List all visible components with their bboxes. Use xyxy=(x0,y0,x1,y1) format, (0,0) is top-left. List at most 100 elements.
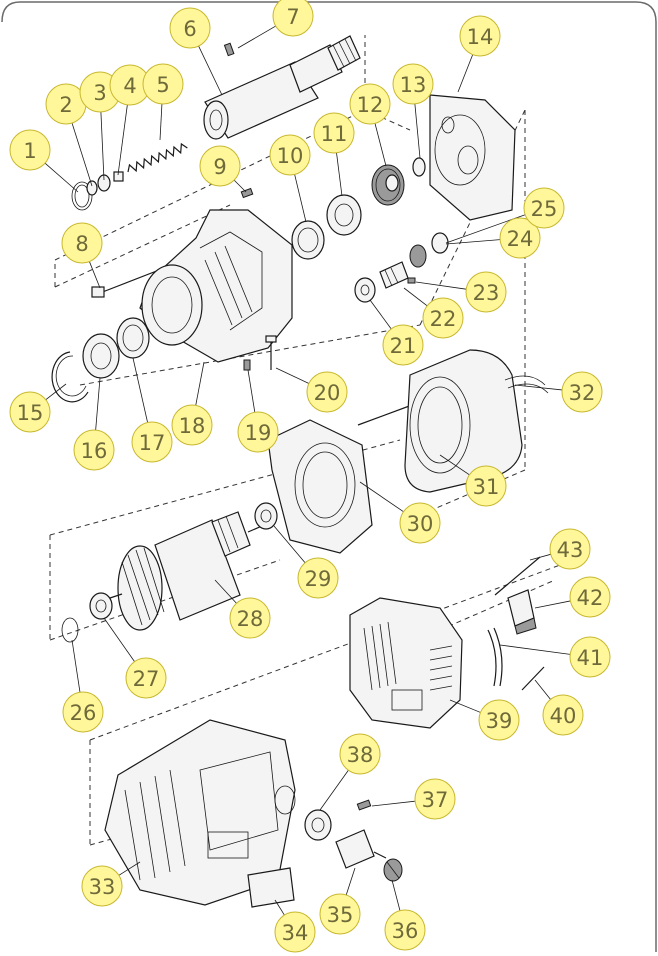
callout-number: 9 xyxy=(213,155,226,179)
callout-circle xyxy=(237,411,279,453)
brush-spring-part xyxy=(356,799,372,811)
callout-circle xyxy=(199,145,241,187)
callout-circle xyxy=(399,502,441,544)
leader-line-1 xyxy=(44,162,79,193)
callout-11: 11 xyxy=(313,112,355,154)
callout-number: 38 xyxy=(347,743,374,767)
callout-number: 6 xyxy=(183,17,196,41)
leader-line-10 xyxy=(294,174,307,223)
leader-line-27 xyxy=(103,617,135,662)
callout-37: 37 xyxy=(414,778,456,820)
leader-line-21 xyxy=(369,299,392,330)
callout-number: 4 xyxy=(123,74,136,98)
callout-27: 27 xyxy=(125,657,167,699)
leader-line-29 xyxy=(273,525,306,563)
callout-19: 19 xyxy=(237,411,279,453)
leader-line-30 xyxy=(359,481,404,513)
callout-number: 28 xyxy=(237,607,264,631)
leader-line-39 xyxy=(449,699,481,713)
callout-circle xyxy=(81,865,123,907)
callout-21: 21 xyxy=(382,324,424,366)
callout-circle xyxy=(319,893,361,935)
callout-circle xyxy=(523,187,565,229)
callout-number: 21 xyxy=(390,334,417,358)
leader-line-23 xyxy=(415,281,467,290)
leader-lines xyxy=(44,25,571,916)
key-part xyxy=(407,277,416,284)
callout-38: 38 xyxy=(339,733,381,775)
leader-line-15 xyxy=(45,383,67,401)
needle-bearing-part xyxy=(326,194,362,236)
carbon-brush-part xyxy=(335,829,387,869)
brush-cap-part xyxy=(383,858,403,882)
callout-number: 40 xyxy=(550,704,577,728)
callout-number: 20 xyxy=(314,381,341,405)
callout-circle xyxy=(62,691,104,733)
callout-6: 6 xyxy=(169,7,211,49)
callout-7: 7 xyxy=(272,0,314,37)
callout-number: 16 xyxy=(81,439,108,463)
callout-circle xyxy=(542,694,584,736)
callout-circle xyxy=(569,636,611,678)
armature-front-bearing-part xyxy=(89,592,113,620)
leader-line-7 xyxy=(237,25,276,49)
washer-part xyxy=(86,180,98,196)
page-frame xyxy=(20,1,657,952)
leader-line-22 xyxy=(403,287,428,307)
leader-line-35 xyxy=(345,867,356,896)
leader-line-28 xyxy=(214,579,237,604)
callout-10: 10 xyxy=(269,134,311,176)
leader-line-11 xyxy=(336,152,343,197)
callout-number: 17 xyxy=(139,431,166,455)
leader-line-36 xyxy=(391,879,401,911)
callout-31: 31 xyxy=(465,465,507,507)
callout-number: 22 xyxy=(430,307,457,331)
cable-sleeve-part xyxy=(487,629,497,687)
callout-35: 35 xyxy=(319,893,361,935)
callout-28: 28 xyxy=(229,597,271,639)
leader-line-16 xyxy=(95,377,101,431)
gear-cover-part xyxy=(429,94,516,221)
leader-line-37 xyxy=(371,800,416,807)
callout-number: 15 xyxy=(17,401,44,425)
spindle-shaft-part xyxy=(203,35,361,140)
stator-part xyxy=(404,349,549,493)
callout-number: 37 xyxy=(422,788,449,812)
leader-line-8 xyxy=(89,261,101,289)
leader-line-3 xyxy=(100,111,105,181)
callout-circle xyxy=(349,83,391,125)
small-bearing-part xyxy=(431,232,449,254)
gear-part xyxy=(371,164,405,206)
callout-40: 40 xyxy=(542,694,584,736)
motor-flange-part xyxy=(267,419,373,554)
leader-line-14 xyxy=(457,54,474,93)
callout-15: 15 xyxy=(9,391,51,433)
housing-screw-part xyxy=(265,335,277,370)
callout-5: 5 xyxy=(142,63,184,105)
callout-number: 14 xyxy=(467,25,494,49)
callout-circle xyxy=(384,909,426,951)
callout-number: 1 xyxy=(23,139,36,163)
shaft-bearing-part xyxy=(354,277,376,303)
callout-29: 29 xyxy=(297,557,339,599)
intermediate-gear-part xyxy=(409,244,427,268)
callout-16: 16 xyxy=(73,429,115,471)
leader-line-32 xyxy=(514,384,563,391)
callout-circle xyxy=(125,657,167,699)
callout-25: 25 xyxy=(523,187,565,229)
callout-36: 36 xyxy=(384,909,426,951)
callout-number: 41 xyxy=(577,646,604,670)
callout-circle xyxy=(9,391,51,433)
callout-number: 2 xyxy=(59,93,72,117)
leader-line-26 xyxy=(71,639,81,693)
leader-line-20 xyxy=(275,367,310,384)
callout-circle xyxy=(274,911,316,953)
callout-circle xyxy=(272,0,314,37)
leader-line-24 xyxy=(445,239,501,245)
callout-circle xyxy=(499,217,541,259)
callout-number: 27 xyxy=(133,667,160,691)
guard-screw-part xyxy=(494,556,541,596)
callout-number: 36 xyxy=(392,919,419,943)
callout-circle xyxy=(9,129,51,171)
callout-circle xyxy=(339,733,381,775)
